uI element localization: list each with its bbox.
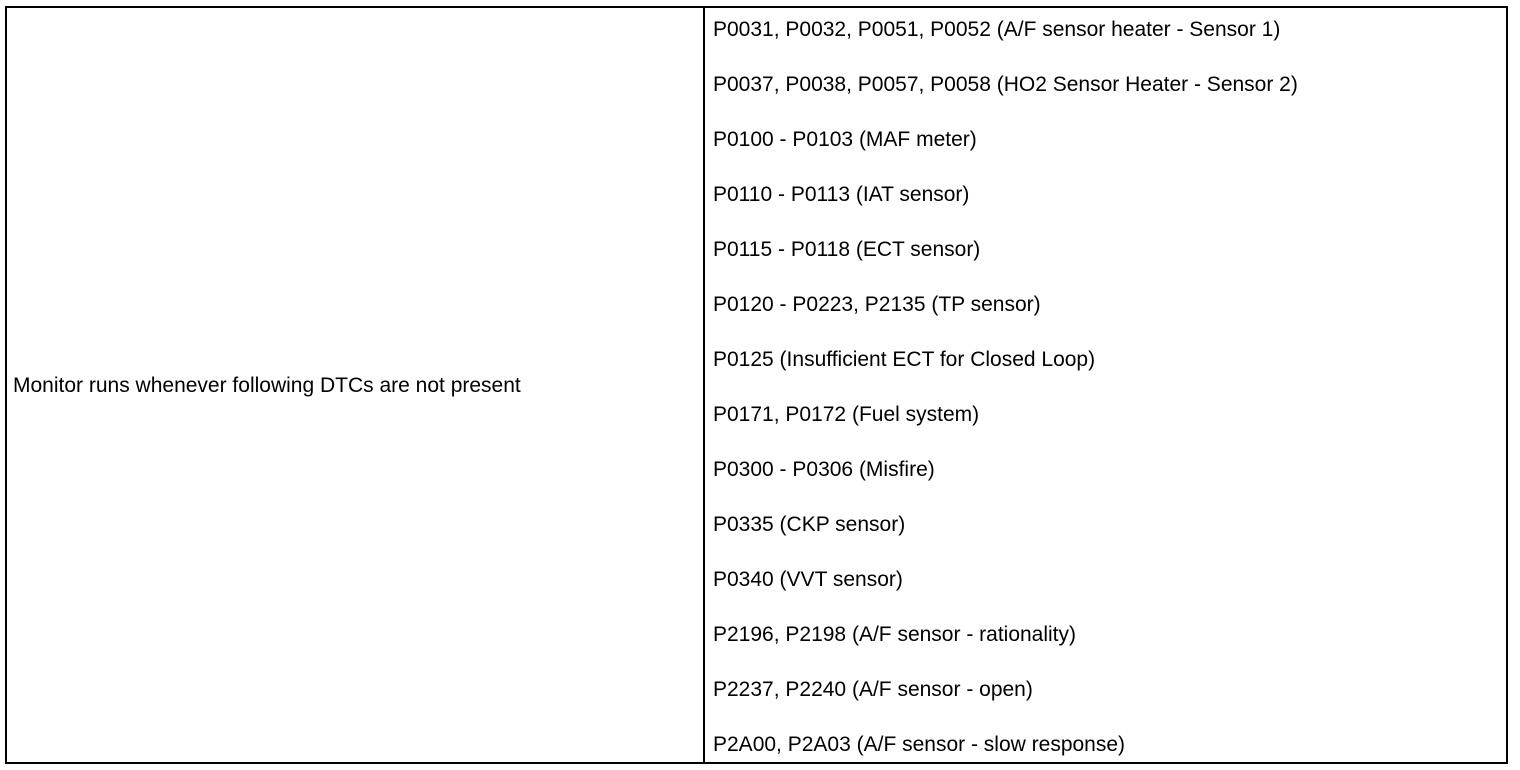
dtc-item: P0100 - P0103 (MAF meter) xyxy=(713,128,977,151)
dtc-item: P0335 (CKP sensor) xyxy=(713,513,906,536)
dtc-item: P0125 (Insufficient ECT for Closed Loop) xyxy=(713,348,1096,371)
dtc-item: P2237, P2240 (A/F sensor - open) xyxy=(713,678,1033,701)
condition-cell: Monitor runs whenever following DTCs are… xyxy=(7,8,705,762)
condition-text: Monitor runs whenever following DTCs are… xyxy=(13,374,521,397)
dtc-item: P0110 - P0113 (IAT sensor) xyxy=(713,183,970,206)
dtc-list-cell: P0031, P0032, P0051, P0052 (A/F sensor h… xyxy=(705,8,1506,762)
dtc-item: P2A00, P2A03 (A/F sensor - slow response… xyxy=(713,733,1126,756)
dtc-item: P0300 - P0306 (Misfire) xyxy=(713,458,935,481)
dtc-item: P0120 - P0223, P2135 (TP sensor) xyxy=(713,293,1041,316)
dtc-item: P0340 (VVT sensor) xyxy=(713,568,903,591)
dtc-item: P0031, P0032, P0051, P0052 (A/F sensor h… xyxy=(713,18,1281,41)
dtc-item: P0037, P0038, P0057, P0058 (HO2 Sensor H… xyxy=(713,73,1298,96)
dtc-table: Monitor runs whenever following DTCs are… xyxy=(5,6,1508,764)
dtc-item: P0171, P0172 (Fuel system) xyxy=(713,403,980,426)
dtc-item: P2196, P2198 (A/F sensor - rationality) xyxy=(713,623,1077,646)
dtc-item: P0115 - P0118 (ECT sensor) xyxy=(713,238,981,261)
